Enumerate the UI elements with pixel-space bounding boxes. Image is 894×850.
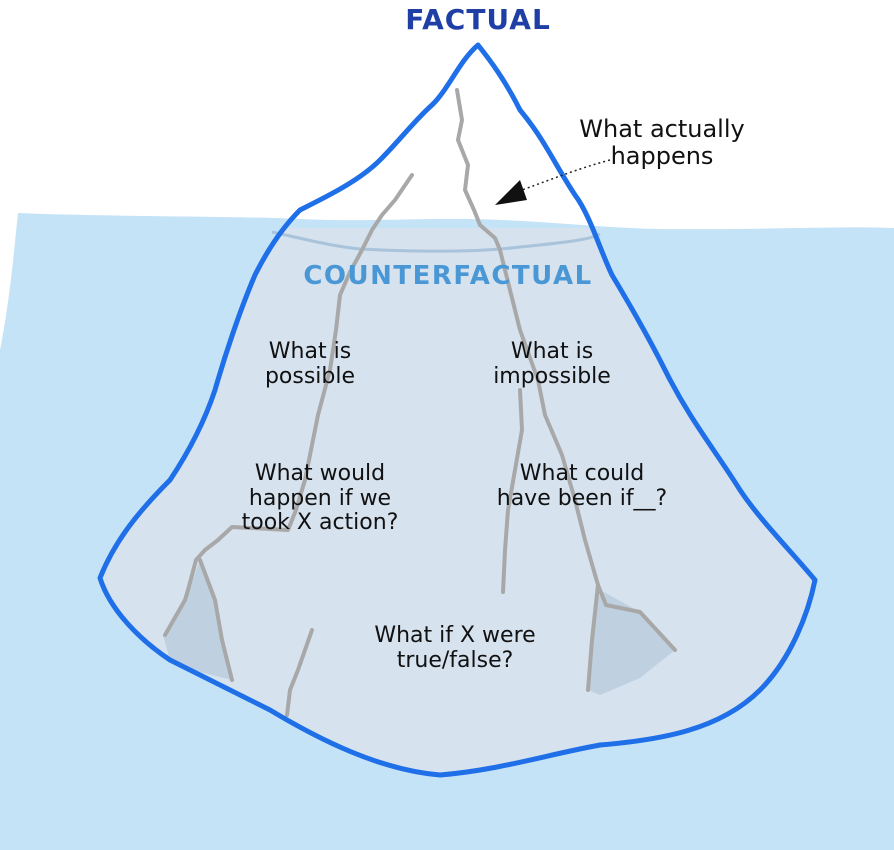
facet-left [163, 560, 232, 680]
question-line: happen if we [248, 485, 392, 511]
facet-right [588, 590, 675, 695]
annotation-line: What actually [579, 115, 745, 143]
question-what-is-possible: What is possible [264, 339, 356, 389]
question-line: have been if__? [496, 485, 668, 511]
factual-title: FACTUAL [405, 3, 551, 36]
question-line: What is [268, 339, 352, 364]
question-line: impossible [493, 363, 611, 389]
waterline [271, 230, 601, 253]
question-line: What would [254, 461, 386, 486]
question-line: What if X were [374, 623, 536, 648]
question-what-if-true-false: What if X were true/false? [374, 623, 536, 673]
question-line: What is [510, 339, 594, 364]
iceberg-submerged [100, 228, 815, 775]
iceberg-outline [97, 42, 818, 778]
iceberg-cracks [163, 88, 677, 717]
question-line: true/false? [396, 647, 514, 673]
question-line: took X action? [241, 510, 399, 536]
annotation-arrow [495, 159, 611, 205]
annotation-what-actually-happens: What actually happens [579, 116, 744, 170]
question-what-could-have-been: What could have been if__? [496, 461, 668, 511]
counterfactual-title: COUNTERFACTUAL [303, 261, 593, 291]
question-line: What could [519, 461, 645, 486]
question-what-would-happen: What would happen if we took X action? [241, 461, 399, 536]
question-line: possible [264, 363, 356, 389]
question-what-is-impossible: What is impossible [493, 339, 611, 389]
annotation-line: happens [610, 141, 714, 170]
